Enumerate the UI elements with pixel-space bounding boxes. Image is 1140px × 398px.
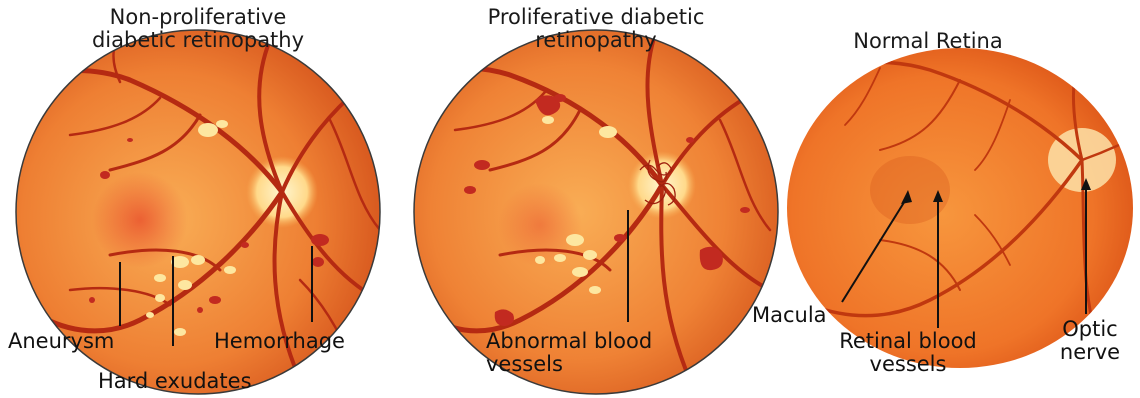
label-macula: Macula bbox=[752, 304, 827, 327]
title-non-proliferative: Non-proliferative diabetic retinopathy bbox=[66, 6, 330, 52]
label-hard-exudates: Hard exudates bbox=[98, 370, 252, 393]
macula-spot bbox=[92, 172, 188, 268]
label-hemorrhage: Hemorrhage bbox=[214, 330, 345, 353]
title-proliferative: Proliferative diabetic retinopathy bbox=[470, 6, 722, 52]
label-aneurysm: Aneurysm bbox=[8, 330, 114, 353]
label-abnormal-blood-vessels: Abnormal blood vessels bbox=[486, 330, 652, 376]
label-retinal-blood-vessels: Retinal blood vessels bbox=[808, 330, 1008, 376]
title-normal-retina: Normal Retina bbox=[838, 30, 1018, 53]
label-optic-nerve: Optic nerve bbox=[1050, 318, 1130, 364]
